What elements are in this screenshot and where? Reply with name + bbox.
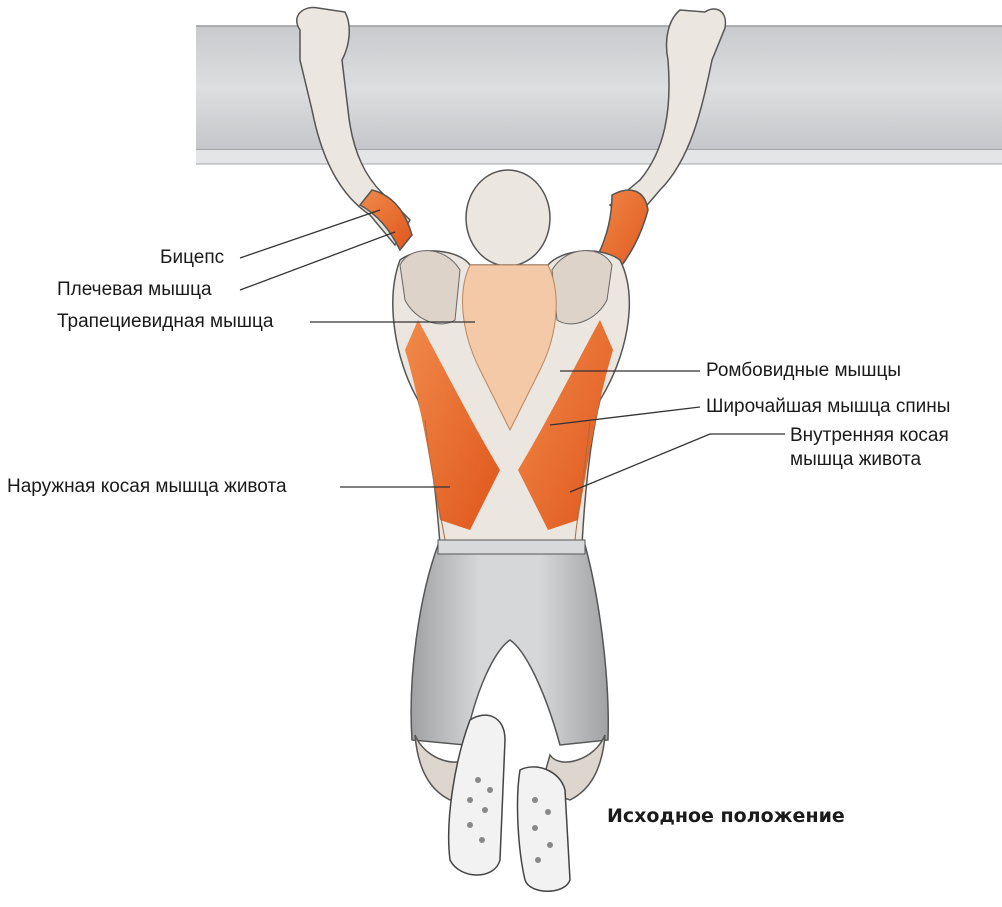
leader-line-biceps [240,210,380,258]
shorts [411,540,608,745]
label-trapezius: Трапециевидная мышца [57,311,273,333]
torso [393,251,629,545]
legs [415,735,605,800]
label-internal-oblique-line1: Внутренняя косая [790,425,949,447]
label-biceps: Бицепс [160,247,224,269]
label-brachialis: Плечевая мышца [57,279,212,301]
label-external-oblique: Наружная косая мышца живота [7,476,287,498]
leader-line-brachialis [240,232,395,290]
shoes [449,715,570,891]
caption-starting-position: Исходное положение [607,805,845,827]
head [466,170,550,266]
label-latissimus: Широчайшая мышца спины [706,396,950,418]
label-rhomboids: Ромбовидные мышцы [706,360,901,382]
label-internal-oblique-line2: мышца живота [790,449,921,471]
